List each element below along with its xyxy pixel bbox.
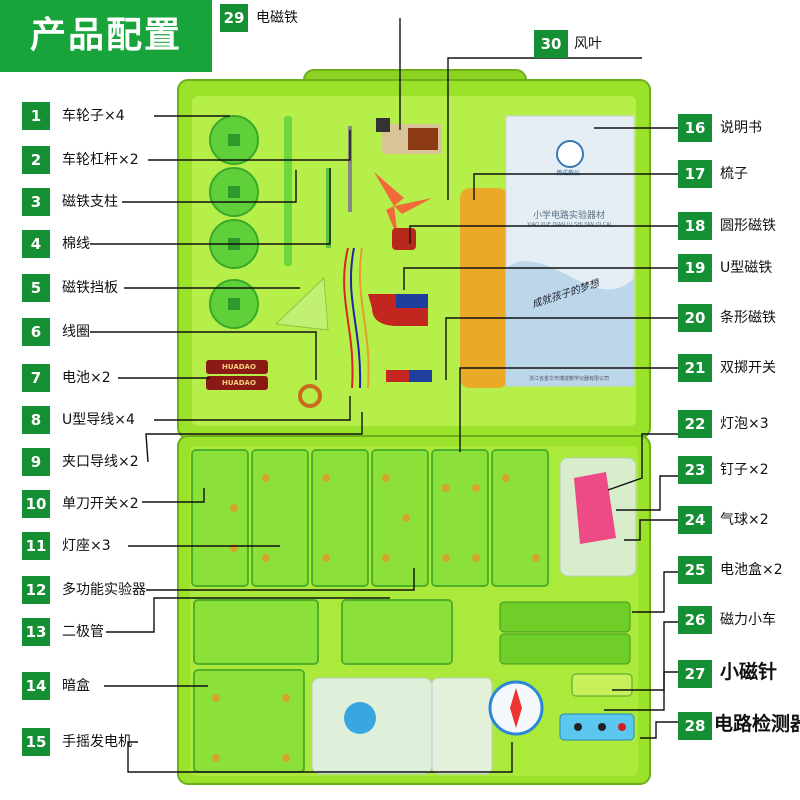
item-label-10: 单刀开关×2 [62, 496, 139, 512]
item-badge-18: 18 [678, 212, 712, 240]
item-label-8: U型导线×4 [62, 412, 135, 428]
item-label-5: 磁铁挡板 [62, 280, 118, 296]
item-label-2: 车轮杠杆×2 [62, 152, 139, 168]
item-badge-26: 26 [678, 606, 712, 634]
manual-footer: 浙江省金华市博成教学仪器有限公司 [528, 376, 609, 382]
item-label-12: 多功能实验器 [62, 582, 146, 598]
item-badge-16: 16 [678, 114, 712, 142]
battery-text: HUADAO [222, 363, 256, 371]
item-badge-24: 24 [678, 506, 712, 534]
item-label-14: 暗盒 [62, 678, 90, 694]
item-label-21: 双掷开关 [720, 360, 776, 376]
item-label-17: 梳子 [720, 166, 748, 182]
product-case-illustration [177, 69, 651, 785]
item-badge-7: 7 [22, 364, 50, 392]
item-badge-15: 15 [22, 728, 50, 756]
item-label-1: 车轮子×4 [62, 108, 125, 124]
item-badge-13: 13 [22, 618, 50, 646]
item-label-11: 灯座×3 [62, 538, 111, 554]
item-label-4: 棉线 [62, 236, 90, 252]
item-label-3: 磁铁支柱 [62, 194, 118, 210]
item-label-20: 条形磁铁 [720, 310, 776, 326]
item-label-9: 夹口导线×2 [62, 454, 139, 470]
manual-pinyin: XIAO XUE DIAN LU SHI YAN QI CAI [526, 222, 612, 228]
item-badge-21: 21 [678, 354, 712, 382]
item-label-19: U型磁铁 [720, 260, 773, 276]
item-badge-11: 11 [22, 532, 50, 560]
item-label-13: 二极管 [62, 624, 104, 640]
item-label-28: 电路检测器 [714, 713, 800, 735]
manual-title: 小学电路实验器材 [532, 211, 605, 221]
item-badge-2: 2 [22, 146, 50, 174]
item-label-25: 电池盒×2 [720, 562, 783, 578]
item-badge-9: 9 [22, 448, 50, 476]
item-badge-25: 25 [678, 556, 712, 584]
item-badge-19: 19 [678, 254, 712, 282]
item-label-29: 电磁铁 [256, 10, 298, 26]
item-badge-30: 30 [534, 30, 568, 58]
battery-text: HUADAO [222, 379, 256, 387]
item-badge-8: 8 [22, 406, 50, 434]
item-badge-3: 3 [22, 188, 50, 216]
item-label-22: 灯泡×3 [720, 416, 769, 432]
item-badge-10: 10 [22, 490, 50, 518]
item-badge-28: 28 [678, 712, 712, 740]
item-label-15: 手摇发电机 [62, 734, 132, 750]
item-badge-1: 1 [22, 102, 50, 130]
item-label-7: 电池×2 [62, 370, 111, 386]
item-badge-22: 22 [678, 410, 712, 438]
item-label-26: 磁力小车 [720, 612, 776, 628]
item-badge-14: 14 [22, 672, 50, 700]
item-badge-5: 5 [22, 274, 50, 302]
item-label-16: 说明书 [720, 120, 762, 136]
item-label-27: 小磁针 [720, 661, 778, 683]
item-badge-29: 29 [220, 4, 248, 32]
item-label-18: 圆形磁铁 [720, 218, 776, 234]
item-badge-23: 23 [678, 456, 712, 484]
item-badge-20: 20 [678, 304, 712, 332]
item-badge-4: 4 [22, 230, 50, 258]
item-label-23: 钉子×2 [720, 462, 769, 478]
item-badge-12: 12 [22, 576, 50, 604]
page-title: 产品配置 [0, 0, 212, 72]
item-badge-17: 17 [678, 160, 712, 188]
item-label-30: 风叶 [574, 36, 602, 52]
item-label-24: 气球×2 [720, 512, 769, 528]
item-badge-6: 6 [22, 318, 50, 346]
item-badge-27: 27 [678, 660, 712, 688]
item-label-6: 线圈 [62, 324, 90, 340]
